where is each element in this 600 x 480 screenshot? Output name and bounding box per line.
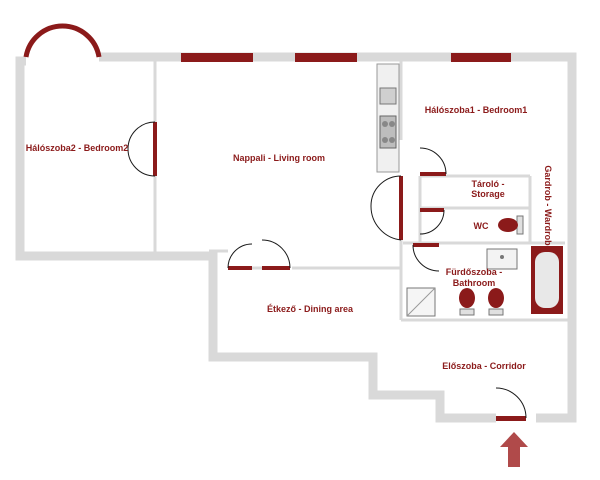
door-swing bbox=[127, 148, 156, 177]
burner bbox=[382, 137, 388, 143]
sink-tap bbox=[500, 255, 504, 259]
door-leaf bbox=[262, 266, 290, 270]
bathroom-fixtures bbox=[406, 246, 563, 317]
door-leaf bbox=[153, 149, 157, 176]
stove bbox=[379, 115, 397, 149]
room-label-wardrobe: Gardrob - Wardrobe bbox=[543, 165, 553, 250]
door-swing bbox=[261, 239, 291, 269]
room-label-bathroom: Fürdőszoba - bbox=[446, 267, 503, 277]
door-swing bbox=[412, 244, 440, 272]
room-label-dining: Étkező - Dining area bbox=[267, 304, 354, 314]
room-label-storage-2: Storage bbox=[471, 189, 505, 199]
bathtub-inner bbox=[535, 252, 559, 308]
room-label-bedroom1: Hálószoba1 - Bedroom1 bbox=[425, 105, 528, 115]
door-swing bbox=[370, 175, 402, 207]
door-swing bbox=[419, 147, 447, 175]
door-leaf bbox=[399, 176, 403, 206]
room-label-bathroom-2: Bathroom bbox=[453, 278, 496, 288]
burner bbox=[389, 137, 395, 143]
kitchen-counter bbox=[376, 63, 400, 173]
burner bbox=[382, 121, 388, 127]
toilet-tank bbox=[459, 308, 475, 316]
entrance-arrow-icon bbox=[500, 432, 528, 467]
window-1 bbox=[181, 53, 253, 62]
door-leaf bbox=[153, 122, 157, 149]
door-swing bbox=[419, 209, 445, 235]
door-swing bbox=[370, 205, 402, 241]
exterior-wall-lower bbox=[15, 56, 496, 423]
door-leaf bbox=[496, 416, 526, 421]
bay-window bbox=[23, 23, 102, 58]
door-swing bbox=[227, 243, 253, 269]
toilet-bowl bbox=[459, 288, 475, 308]
windows bbox=[181, 53, 511, 62]
door-leaf bbox=[413, 243, 439, 247]
door-leaf bbox=[420, 172, 446, 176]
window-2 bbox=[295, 53, 357, 62]
bidet-bowl bbox=[488, 288, 504, 308]
bidet-tank bbox=[488, 308, 504, 316]
room-label-storage: Tároló - bbox=[472, 179, 505, 189]
burner bbox=[389, 121, 395, 127]
sink bbox=[379, 87, 397, 105]
doors bbox=[127, 121, 527, 421]
toilet-bowl bbox=[498, 218, 518, 232]
wc-toilet bbox=[498, 215, 524, 235]
door-swing bbox=[127, 121, 156, 150]
window-3 bbox=[451, 53, 511, 62]
room-label-corridor: Előszoba - Corridor bbox=[442, 361, 526, 371]
door-leaf bbox=[420, 208, 444, 212]
room-label-wc: WC bbox=[474, 221, 489, 231]
door-swing bbox=[495, 387, 527, 419]
door-leaf bbox=[228, 266, 252, 270]
room-label-living: Nappali - Living room bbox=[233, 153, 325, 163]
door-leaf bbox=[399, 206, 403, 240]
shower-diagonal bbox=[406, 287, 436, 317]
room-label-bedroom2: Hálószoba2 - Bedroom2 bbox=[26, 143, 129, 153]
